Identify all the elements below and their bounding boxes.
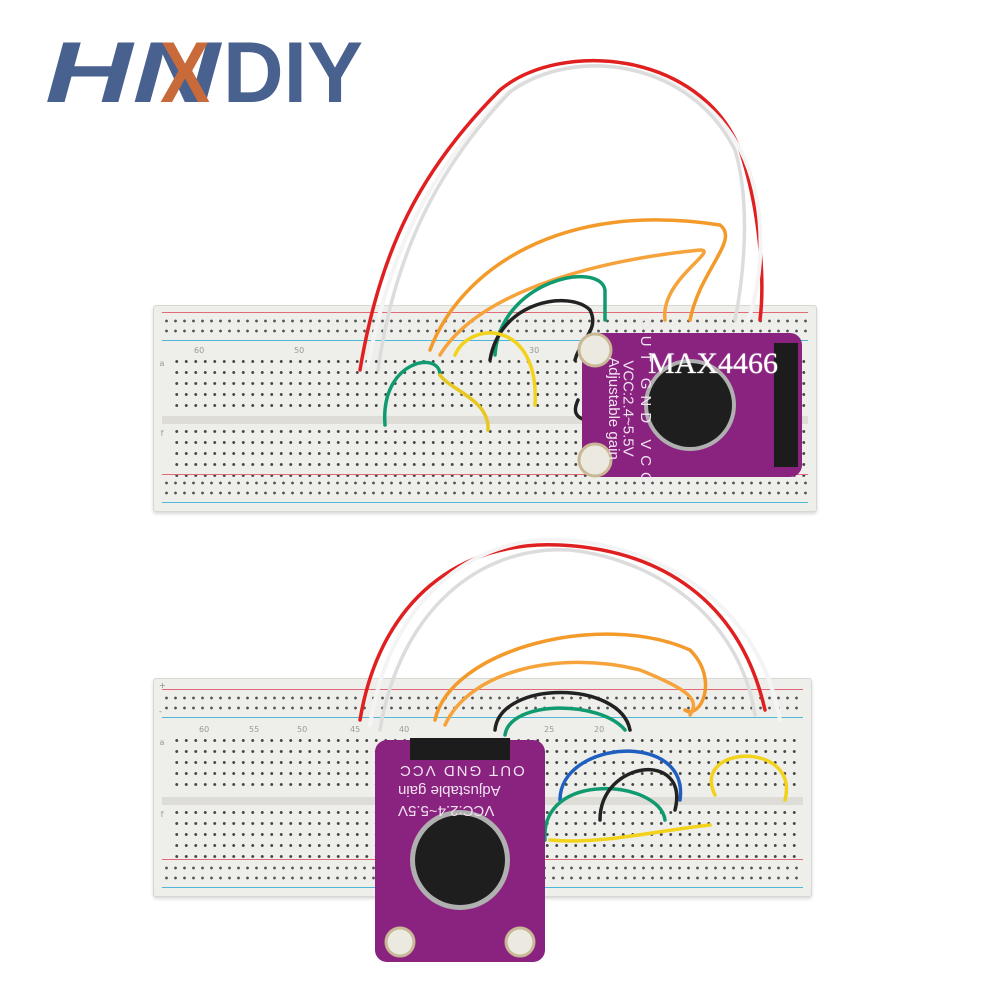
column-label: 55 [249, 725, 260, 734]
column-label: 45 [350, 725, 361, 734]
rail-minus-label: - [159, 707, 162, 716]
wire-orange [438, 248, 706, 357]
wire-red [358, 543, 767, 722]
module-pin-labels: OUT GND VCC [637, 318, 654, 489]
wire-orange [433, 632, 708, 722]
logo-x: X [160, 32, 210, 108]
wire-yellow [438, 373, 490, 432]
wire-black [488, 298, 595, 362]
pin-label-gnd: GND [636, 377, 654, 430]
wire-black [493, 690, 632, 732]
pin-label-out: OUT [487, 762, 525, 779]
wire-red [358, 58, 764, 372]
column-label: 60 [194, 346, 205, 355]
wire-orange [443, 660, 696, 727]
wire-yellow [453, 331, 537, 407]
wire-yellow [709, 754, 789, 802]
wire-blue [558, 749, 683, 802]
column-label: 50 [294, 346, 305, 355]
product-name-overlay: MAX4466 [648, 347, 779, 380]
wire-white [368, 537, 782, 727]
wire-white [366, 63, 763, 367]
module-pin-labels-bottom: OUT GND VCC [398, 762, 525, 779]
pin-label-gnd: GND [441, 762, 482, 779]
max4466-module-bottom [375, 738, 545, 962]
module-gain-label: Adjustable gain [604, 357, 622, 460]
column-label: 30 [529, 346, 540, 355]
module-voltage-label-bottom: VCC:2.4~5.5V [398, 802, 495, 819]
wire-orange [428, 218, 728, 352]
module-voltage-label: VCC:2.4~5.5V [619, 360, 637, 457]
wire-yellow [548, 823, 712, 843]
row-label: f [160, 810, 164, 819]
column-label: 60 [199, 725, 210, 734]
wire-white [378, 548, 757, 732]
wire-green [543, 787, 667, 842]
wire-black [598, 767, 679, 822]
pin-label-vcc: VCC [398, 762, 436, 779]
pin-label-vcc: VCC [636, 439, 654, 489]
rail-plus-label: + [159, 681, 166, 690]
wire-green [383, 360, 442, 427]
wire-white [376, 64, 747, 372]
row-label: a [159, 359, 165, 368]
max4466-module-top [577, 332, 802, 478]
column-label: 20 [594, 725, 605, 734]
module-gain-label-bottom: Adjustable gain [398, 782, 501, 799]
brand-logo: HN X DIY [45, 32, 363, 108]
column-label: 50 [297, 725, 308, 734]
svg-text:DIY: DIY [223, 32, 363, 108]
row-label: f [160, 429, 164, 438]
svg-text:HN: HN [45, 32, 223, 108]
wire-green [503, 706, 627, 737]
column-label: 25 [544, 725, 555, 734]
row-label: a [159, 738, 165, 747]
column-label: 40 [399, 725, 410, 734]
